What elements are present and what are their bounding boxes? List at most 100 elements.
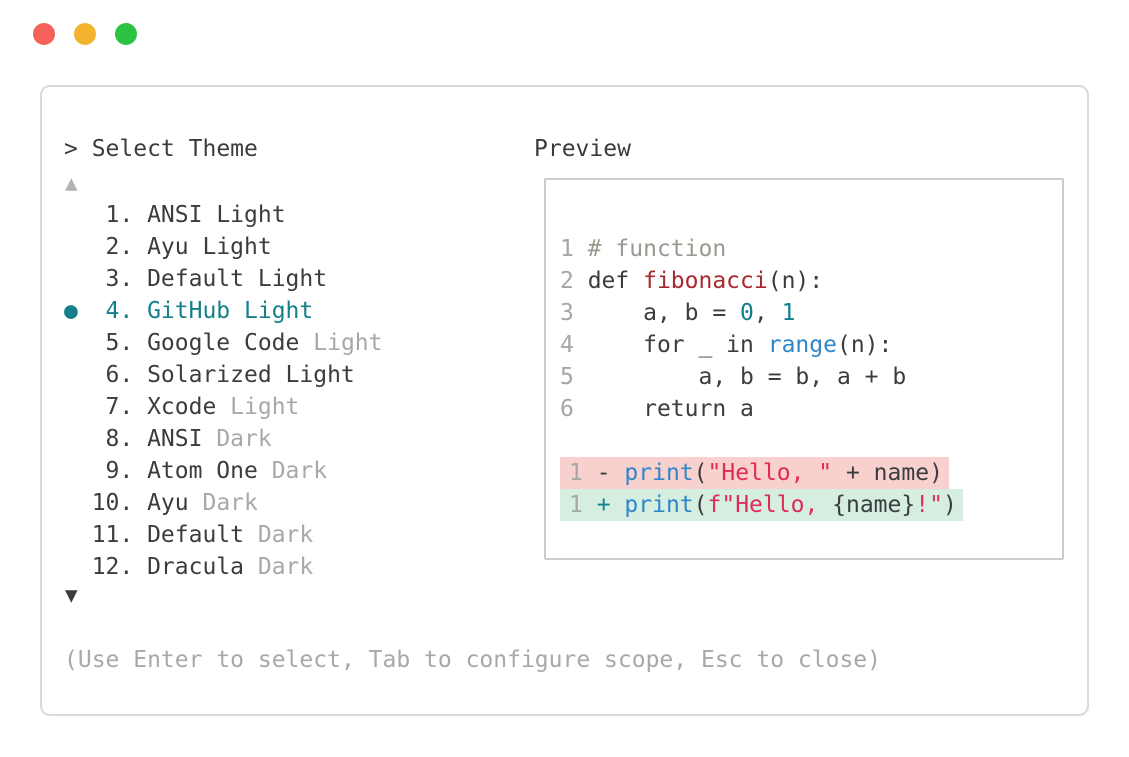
zoom-button[interactable] (115, 23, 137, 45)
code-line: 4 for _ in range(n): (560, 329, 1062, 361)
theme-list-item[interactable]: 9. Atom One Dark (64, 455, 383, 487)
theme-list-item[interactable]: 7.Xcode Light (64, 391, 383, 423)
theme-variant: Light (313, 330, 383, 356)
palette-title: > Select Theme (64, 136, 258, 162)
theme-variant: Dark (216, 426, 272, 452)
theme-name: Atom One (147, 458, 258, 484)
theme-name: Default (147, 522, 244, 548)
theme-name: Xcode (147, 394, 217, 420)
theme-variant: Dark (202, 490, 258, 516)
window-traffic-lights (33, 23, 137, 45)
code-token: # function (587, 236, 727, 262)
theme-number: 5. (105, 330, 134, 356)
theme-list-item[interactable]: 8. ANSI Dark (64, 423, 383, 455)
theme-variant: Dark (257, 522, 314, 548)
code-token: a, b = b, a + b (587, 364, 907, 390)
scroll-up-icon[interactable]: ▲ (65, 171, 78, 195)
code-token: 4 (560, 332, 588, 358)
theme-number: 1. (105, 202, 134, 228)
code-token: print (624, 460, 694, 486)
diff-line-added: 1 + print(f"Hello, {name}!") (560, 489, 1062, 521)
code-line: 5 a, b = b, a + b (560, 361, 1062, 393)
code-token: !" (915, 492, 943, 518)
preview-title: Preview (534, 136, 631, 162)
code-token: (n): (767, 268, 824, 294)
theme-number: 3. (105, 266, 134, 292)
code-token: , (753, 300, 782, 326)
theme-name: GitHub (147, 298, 231, 324)
theme-name: Ayu (147, 490, 189, 516)
diff-highlight: 1 + print(f"Hello, {name}!") (560, 489, 963, 521)
theme-list-item[interactable]: 2.Ayu Light (64, 231, 383, 263)
theme-variant: Light (285, 362, 355, 388)
selected-bullet-icon: ● (64, 298, 78, 324)
minimize-button[interactable] (74, 23, 96, 45)
code-token: 1 (569, 460, 597, 486)
theme-list-item[interactable]: 3. Default Light (64, 263, 383, 295)
diff-line-removed: 1 - print("Hello, " + name) (560, 457, 1062, 489)
theme-number: 4. (105, 298, 134, 324)
code-line: 6 return a (560, 393, 1062, 425)
code-token: + name) (832, 460, 943, 486)
code-token: 0 (740, 300, 754, 326)
code-token: range (767, 332, 837, 358)
code-token: 1 (781, 300, 796, 326)
theme-name: Google Code (147, 330, 300, 356)
keyboard-hint: (Use Enter to select, Tab to configure s… (64, 647, 881, 673)
code-token: 6 (560, 396, 588, 422)
code-token: def (587, 268, 644, 294)
theme-variant: Light (244, 298, 314, 324)
theme-list-item[interactable]: ● 4. GitHub Light (64, 295, 383, 327)
close-button[interactable] (33, 23, 55, 45)
theme-variant: Light (216, 202, 286, 228)
code-token: ) (942, 492, 957, 518)
theme-list-item[interactable]: 12.Dracula Dark (64, 551, 383, 583)
theme-number: 6. (105, 362, 134, 388)
theme-name: ANSI (147, 202, 203, 228)
theme-name: Default (147, 266, 244, 292)
theme-list-item[interactable]: 6. Solarized Light (64, 359, 383, 391)
code-token: return a (587, 396, 754, 422)
theme-list-item[interactable]: 11. Default Dark (64, 519, 383, 551)
code-line (560, 425, 1062, 457)
code-line: 1 # function (560, 233, 1062, 265)
code-line: 2 def fibonacci(n): (560, 265, 1062, 297)
theme-number: 11. (91, 522, 134, 548)
code-token: 2 (560, 268, 588, 294)
code-token: ( (693, 492, 708, 518)
code-token: + (596, 492, 625, 518)
theme-variant: Dark (271, 458, 328, 484)
theme-number: 12. (91, 554, 134, 580)
scroll-down-icon[interactable]: ▼ (65, 583, 78, 607)
theme-name: Solarized (147, 362, 272, 388)
code-token: - (596, 460, 625, 486)
theme-number: 9. (105, 458, 134, 484)
code-token: "Hello, " (707, 460, 833, 486)
theme-variant: Light (202, 234, 272, 260)
code-token: ( (693, 460, 708, 486)
theme-list-item[interactable]: 5. Google Code Light (64, 327, 383, 359)
theme-variant: Light (230, 394, 300, 420)
code-token: for _ in (587, 332, 768, 358)
code-token: fibonacci (643, 268, 768, 294)
code-token: f"Hello, (707, 492, 833, 518)
code-line: 3 a, b = 0, 1 (560, 297, 1062, 329)
code-token: 5 (560, 364, 588, 390)
theme-name: ANSI (147, 426, 203, 452)
theme-name: Dracula (147, 554, 244, 580)
code-token: 3 (560, 300, 588, 326)
theme-number: 8. (105, 426, 134, 452)
code-token: a, b = (587, 300, 741, 326)
theme-list-item[interactable]: 10. Ayu Dark (64, 487, 383, 519)
diff-highlight: 1 - print("Hello, " + name) (560, 457, 949, 489)
theme-number: 10. (91, 490, 134, 516)
code-token: 1 (569, 492, 597, 518)
theme-variant: Light (257, 266, 328, 292)
theme-list-item[interactable]: 1. ANSI Light (64, 199, 383, 231)
code-token: {name} (832, 492, 916, 518)
code-token: print (624, 492, 694, 518)
